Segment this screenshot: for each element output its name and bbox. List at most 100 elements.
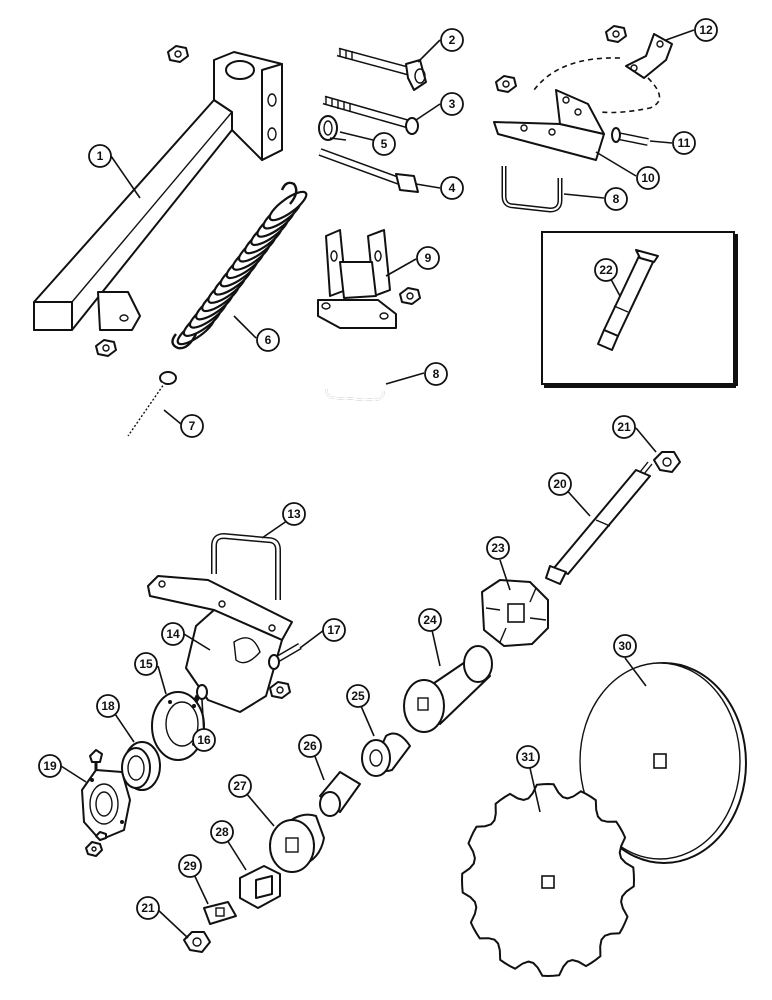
bolt-small [89,749,103,770]
svg-text:1: 1 [97,149,104,163]
callout-6: 6 [256,328,280,352]
svg-text:22: 22 [599,263,613,277]
callout-21-top: 21 [612,415,636,439]
nut-arm-bottom [95,339,117,357]
callout-18: 18 [96,694,120,718]
svg-text:24: 24 [423,613,437,627]
svg-text:29: 29 [183,859,197,873]
part-8-u-bolt-lower [325,352,385,402]
svg-text:7: 7 [189,419,196,433]
callout-24: 24 [418,608,442,632]
callout-8-lower: 8 [424,362,448,386]
callout-15: 15 [134,652,158,676]
part-28-lock-block [239,865,281,909]
svg-text:15: 15 [139,657,153,671]
callout-12: 12 [694,18,718,42]
callout-25: 25 [346,684,370,708]
nut-hanger [269,681,291,699]
callout-3: 3 [440,92,464,116]
svg-text:23: 23 [491,541,505,555]
callout-17: 17 [322,618,346,642]
part-19-flange-housing [81,769,131,841]
part-29-lock-plate [203,901,237,925]
svg-text:27: 27 [233,779,247,793]
svg-text:31: 31 [521,750,535,764]
part-5-lynch-pin [318,115,347,141]
part-12-strap [533,25,673,114]
callout-4: 4 [440,176,464,200]
callout-29: 29 [178,854,202,878]
svg-text:28: 28 [215,825,229,839]
part-22-axle [597,249,659,351]
svg-text:12: 12 [699,23,713,37]
svg-text:16: 16 [197,733,211,747]
part-24-spool [403,645,493,733]
callout-30: 30 [613,634,637,658]
part-27-end-washer [269,813,325,873]
svg-text:5: 5 [381,137,388,151]
svg-text:25: 25 [351,689,365,703]
callout-13: 13 [282,502,306,526]
part-25-cone-spacer [361,732,411,777]
part-15-flange [151,691,205,761]
part-10-angle-bracket [493,89,605,161]
callout-21-bottom: 21 [136,896,160,920]
svg-text:13: 13 [287,507,301,521]
nut-bracket [399,287,421,305]
callout-11: 11 [672,131,696,155]
callout-27: 27 [228,774,252,798]
nut-21-bottom [183,931,211,953]
part-8-u-bolt-upper [501,166,563,213]
part-2-bolt [336,47,427,91]
part-13-u-bolt [211,532,281,600]
svg-text:6: 6 [265,333,272,347]
svg-text:17: 17 [327,623,341,637]
callout-2: 2 [440,28,464,52]
svg-text:26: 26 [303,739,317,753]
callout-10: 10 [636,166,660,190]
callout-26: 26 [298,734,322,758]
nut-21-top [653,451,681,473]
svg-text:30: 30 [618,639,632,653]
part-11-bolt [611,127,649,146]
callout-5: 5 [372,132,396,156]
part-6-spring [171,181,308,350]
svg-text:19: 19 [43,759,57,773]
svg-text:8: 8 [613,192,620,206]
nut-bracket-10 [495,75,517,93]
part-9-bracket [317,229,397,329]
svg-text:10: 10 [641,171,655,185]
nut-small [85,831,107,857]
part-23-spool-end [481,579,549,647]
part-7-eyebolt [125,371,177,438]
part-17-bolt [268,642,302,670]
callout-23: 23 [486,536,510,560]
svg-text:11: 11 [678,136,691,150]
part-4-pin [318,148,419,193]
svg-text:20: 20 [553,477,567,491]
svg-text:14: 14 [166,627,180,641]
svg-text:8: 8 [433,367,440,381]
part-31-notched-disc [460,782,636,978]
part-3-bolt [322,95,419,135]
callout-16: 16 [192,728,216,752]
callout-9: 9 [416,246,440,270]
svg-text:2: 2 [449,33,456,47]
callout-20: 20 [548,472,572,496]
callout-31: 31 [516,745,540,769]
callout-7: 7 [180,414,204,438]
callout-28: 28 [210,820,234,844]
part-26-sleeve [319,771,361,817]
part-14-hanger [147,575,293,713]
callout-19: 19 [38,754,62,778]
svg-text:4: 4 [449,181,456,195]
svg-text:3: 3 [449,97,456,111]
callout-22: 22 [594,258,618,282]
svg-text:21: 21 [617,420,631,434]
callout-8-upper: 8 [604,187,628,211]
part-1-gang-arm [33,51,283,331]
svg-text:21: 21 [141,901,155,915]
callout-1: 1 [88,144,112,168]
callout-14: 14 [161,622,185,646]
part-30-plain-disc [579,662,747,864]
